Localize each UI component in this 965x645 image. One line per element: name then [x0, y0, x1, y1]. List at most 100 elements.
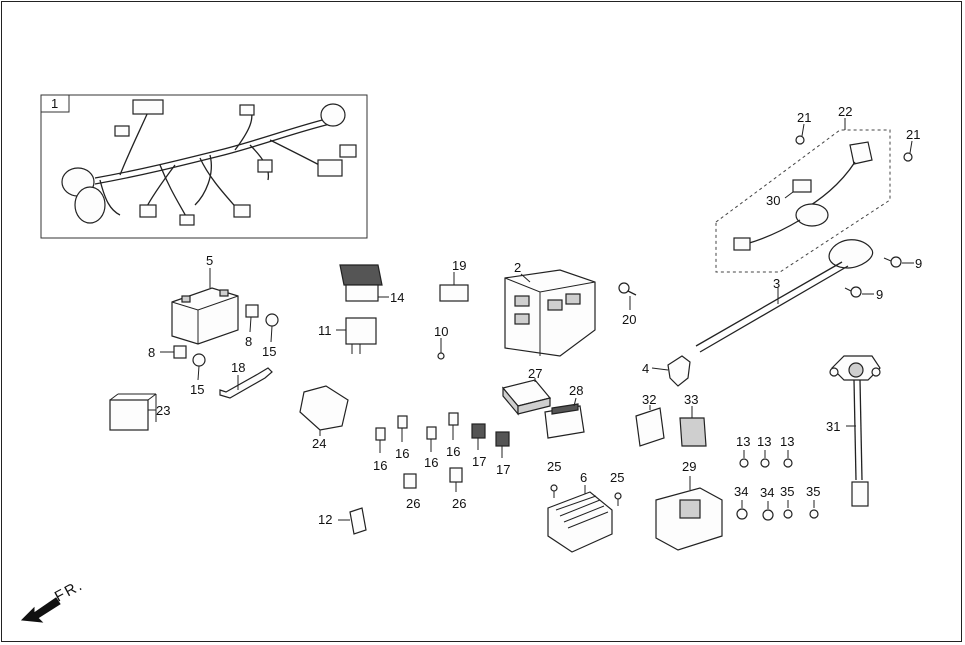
callout-20: 20: [622, 312, 636, 327]
bolt-head-icon: [739, 458, 749, 468]
ignition-coil-group: 3 9 9: [695, 239, 922, 353]
callout-23: 23: [156, 403, 170, 418]
ignition-coil-icon: [828, 239, 874, 269]
screw-icon: [903, 152, 913, 162]
callout-19: 19: [452, 258, 466, 273]
fuse-26-b: 26: [449, 467, 466, 511]
screw-10-group: 10: [434, 324, 448, 360]
sensor-plug-icon: [849, 141, 873, 165]
callout-3: 3: [773, 276, 780, 291]
assembly-dashed-outline: [715, 129, 891, 273]
fasteners-right-group: 13 13 13 34 34: [734, 434, 820, 521]
harness-connector-icon: [139, 204, 157, 218]
callout-11: 11: [318, 323, 332, 338]
fuse-16-d: 16: [446, 412, 460, 459]
battery-terminal-icon: [219, 289, 229, 297]
coupler-24-group: 24: [299, 385, 349, 451]
spark-plug-cap-icon: [667, 355, 691, 387]
harness-callout-box: [40, 94, 70, 113]
bolt-head-icon: [550, 484, 558, 492]
wiring-harness-drawing: [61, 99, 357, 226]
bolt-head-icon: [736, 508, 748, 520]
bolt-head-icon: [809, 509, 819, 519]
ignition-assembly-group: 22 21 21 30: [715, 104, 920, 273]
callout-30: 30: [766, 193, 780, 208]
harness-connector-icon: [233, 204, 251, 218]
fuse-17-a: 17: [471, 423, 486, 469]
callout-15-lower: 15: [190, 382, 204, 397]
callout-29: 29: [682, 459, 696, 474]
speaker-icon: [74, 186, 106, 224]
callout-24: 24: [312, 436, 326, 451]
callout-2: 2: [514, 260, 521, 275]
fuse-icon: [449, 467, 463, 483]
callout-15-upper: 15: [262, 344, 276, 359]
harness-connector-icon: [179, 214, 195, 226]
clip-icon: [349, 507, 367, 535]
callout-13-a: 13: [736, 434, 750, 449]
bolt-34-b: 34: [760, 485, 774, 521]
callout-21-b: 21: [906, 127, 920, 142]
battery-group: 5: [171, 253, 239, 345]
bolt-13-a: 13: [736, 434, 750, 468]
pad-33-group: 33: [679, 392, 707, 447]
battery-fasteners-group: 8 15 8 15: [148, 304, 279, 397]
connector-28-group: 28: [544, 383, 585, 439]
bolt-head-icon: [783, 509, 793, 519]
front-arrow-icon: [20, 597, 61, 623]
bolt-35-a: 35: [780, 484, 794, 519]
fuse-icon: [403, 473, 417, 489]
harness-connector-icon: [317, 159, 343, 177]
coupler-icon: [299, 385, 349, 431]
bolt-13-c: 13: [780, 434, 794, 468]
fuse-box-slot-icon: [514, 295, 530, 307]
bolt-13-b: 13: [757, 434, 771, 468]
ecu-29-group: 29: [655, 459, 723, 551]
callout-16-a: 16: [373, 458, 387, 473]
callout-34-b: 34: [760, 485, 774, 500]
harness-connector-icon: [239, 104, 255, 116]
fuse-icon: [375, 427, 386, 441]
nut-icon: [245, 304, 259, 318]
fuses-group: 16 16 16 16 17: [373, 412, 510, 511]
bolt-head-icon: [192, 353, 206, 367]
callout-9-lower: 9: [876, 287, 883, 302]
screw-icon: [795, 135, 805, 145]
bolt-head-icon: [760, 458, 770, 468]
callout-21-a: 21: [797, 110, 811, 125]
harness-connector-icon: [257, 159, 273, 173]
bolt-head-icon: [265, 313, 279, 327]
relay-cover-icon: [339, 264, 383, 286]
ecu-connector-icon: [679, 499, 701, 519]
callout-8-lower: 8: [148, 345, 155, 360]
bolt-34-a: 34: [734, 484, 748, 520]
plug-cap-group: 4: [642, 355, 691, 387]
fuse-box-icon: [504, 269, 596, 357]
callout-25-a: 25: [547, 459, 561, 474]
bolt-head-icon: [762, 509, 774, 521]
callout-13-c: 13: [780, 434, 794, 449]
fuse-16-a: 16: [373, 427, 387, 473]
regulator-group: 25 25 6: [547, 459, 624, 553]
callout-5: 5: [206, 253, 213, 268]
fuse-icon: [397, 415, 408, 429]
harness-connector-icon: [114, 125, 130, 137]
callout-16-b: 16: [395, 446, 409, 461]
callout-35-a: 35: [780, 484, 794, 499]
callout-14: 14: [390, 290, 404, 305]
callout-33: 33: [684, 392, 698, 407]
relay-icon: [109, 399, 149, 431]
fuse-box-slot-icon: [565, 293, 581, 305]
bolt-20-group: 20: [618, 282, 636, 327]
fuse-17-b: 17: [495, 431, 510, 477]
bolt-head-icon: [614, 492, 622, 500]
harness-connector-icon: [132, 99, 164, 115]
harness-connector-icon: [339, 144, 357, 158]
ecu-icon: [655, 487, 723, 551]
callout-1: 1: [51, 96, 58, 111]
bolt-head-icon: [618, 282, 630, 294]
fuse-box-2-group: 2: [504, 260, 596, 357]
